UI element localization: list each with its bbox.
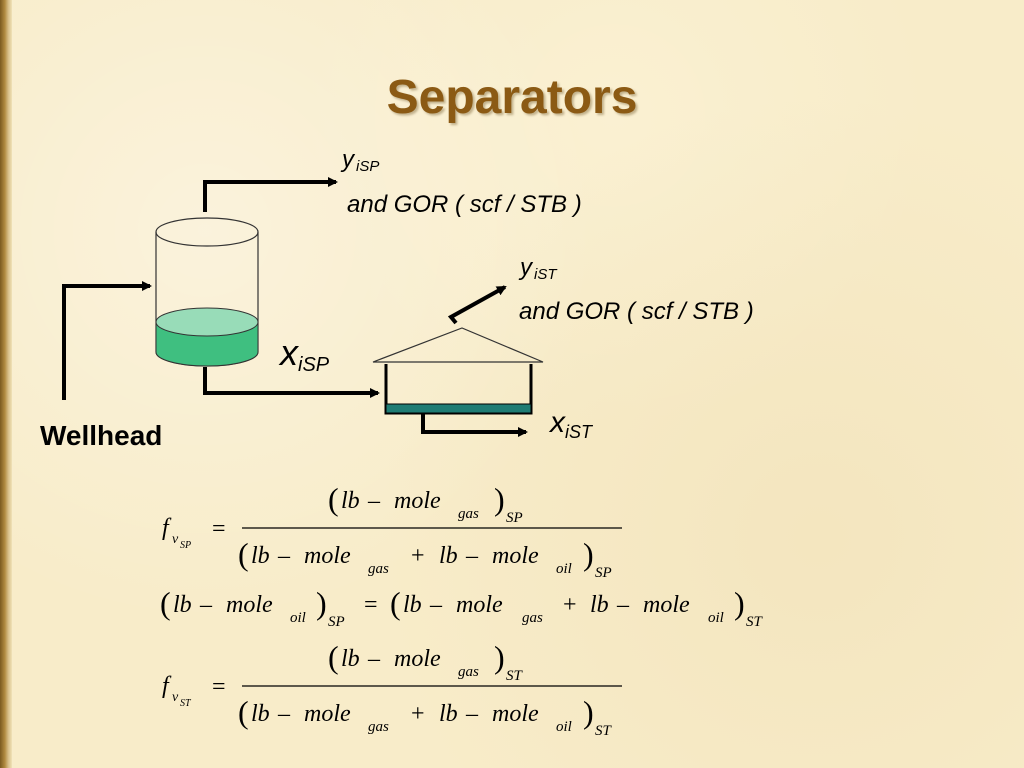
svg-text:v: v [172,690,179,705]
svg-text:–: – [367,646,381,672]
wellhead-label: Wellhead [40,420,163,451]
stock-tank [372,327,544,415]
svg-text:SP: SP [328,614,345,630]
slide-title: Separators [386,71,638,124]
svg-text:mole: mole [643,592,690,618]
svg-text:=: = [212,674,226,700]
equation-fv-st: f v ST = ( lb – mole gas ) ST ( lb – mol… [162,639,622,739]
svg-text:lb: lb [341,646,360,672]
svg-text:): ) [494,639,505,675]
svg-text:lb: lb [439,543,458,569]
svg-text:f: f [162,515,172,541]
equation-fv-sp: f v SP = ( lb – mole gas ) SP ( lb – mol… [162,481,622,581]
svg-text:v: v [172,532,179,547]
svg-text:oil: oil [556,561,572,577]
svg-text:–: – [199,592,213,618]
svg-text:–: – [277,543,291,569]
svg-text:lb: lb [341,488,360,514]
svg-text:(: ( [328,639,339,675]
svg-text:+: + [563,592,577,618]
svg-text:lb: lb [251,543,270,569]
svg-text:ST: ST [595,723,613,739]
separator-liquid-composition-label: xiSP [280,332,330,376]
svg-text:ST: ST [506,668,524,684]
svg-text:=: = [364,592,378,618]
svg-text:+: + [411,543,425,569]
svg-text:SP: SP [595,565,612,581]
svg-text:–: – [465,543,479,569]
svg-text:(: ( [390,585,401,621]
svg-text:oil: oil [708,610,724,626]
svg-text:SP: SP [506,510,523,526]
svg-text:gas: gas [458,664,479,680]
stock-tank-gas-outlet-line [447,285,507,325]
svg-text:gas: gas [458,506,479,522]
svg-text:mole: mole [394,488,441,514]
svg-text:SP: SP [180,540,191,551]
stock-tank-gor-label: and GOR ( scf / STB ) [519,298,754,325]
svg-text:f: f [162,673,172,699]
stock-tank-liquid-outlet-line [421,413,528,437]
svg-text:(: ( [238,694,249,730]
svg-text:mole: mole [492,701,539,727]
separator-gor-label: and GOR ( scf / STB ) [347,191,582,218]
svg-text:mole: mole [456,592,503,618]
svg-text:(: ( [328,481,339,517]
svg-text:mole: mole [394,646,441,672]
separator-liquid-outlet-line [203,367,380,398]
separator-vessel [155,217,259,367]
svg-text:–: – [277,701,291,727]
svg-text:gas: gas [368,719,389,735]
slide-left-border [0,0,12,768]
svg-text:=: = [212,516,226,542]
svg-text:mole: mole [226,592,273,618]
svg-text:gas: gas [522,610,543,626]
svg-text:lb: lb [439,701,458,727]
svg-text:gas: gas [368,561,389,577]
svg-text:ST: ST [180,698,192,709]
svg-text:oil: oil [556,719,572,735]
stock-tank-liquid [385,403,532,414]
svg-text:): ) [583,536,594,572]
svg-text:–: – [429,592,443,618]
svg-text:(: ( [238,536,249,572]
svg-text:lb: lb [403,592,422,618]
svg-text:): ) [583,694,594,730]
separator-liquid-surface [155,307,259,337]
svg-text:): ) [734,585,745,621]
svg-text:lb: lb [173,592,192,618]
svg-text:–: – [465,701,479,727]
stock-tank-liquid-composition-label: xiST [550,406,592,442]
svg-text:oil: oil [290,610,306,626]
svg-text:+: + [411,701,425,727]
separator-gas-outlet-line [203,177,338,212]
svg-text:(: ( [160,585,171,621]
svg-text:–: – [616,592,630,618]
wellhead-feed-line [62,281,152,400]
svg-text:mole: mole [492,543,539,569]
svg-text:): ) [494,481,505,517]
svg-text:–: – [367,488,381,514]
svg-text:mole: mole [304,701,351,727]
svg-text:ST: ST [746,614,764,630]
svg-text:lb: lb [590,592,609,618]
svg-text:lb: lb [251,701,270,727]
svg-text:mole: mole [304,543,351,569]
svg-text:): ) [316,585,327,621]
equation-oil-moles: ( lb – mole oil ) SP = ( lb – mole gas +… [160,585,764,630]
